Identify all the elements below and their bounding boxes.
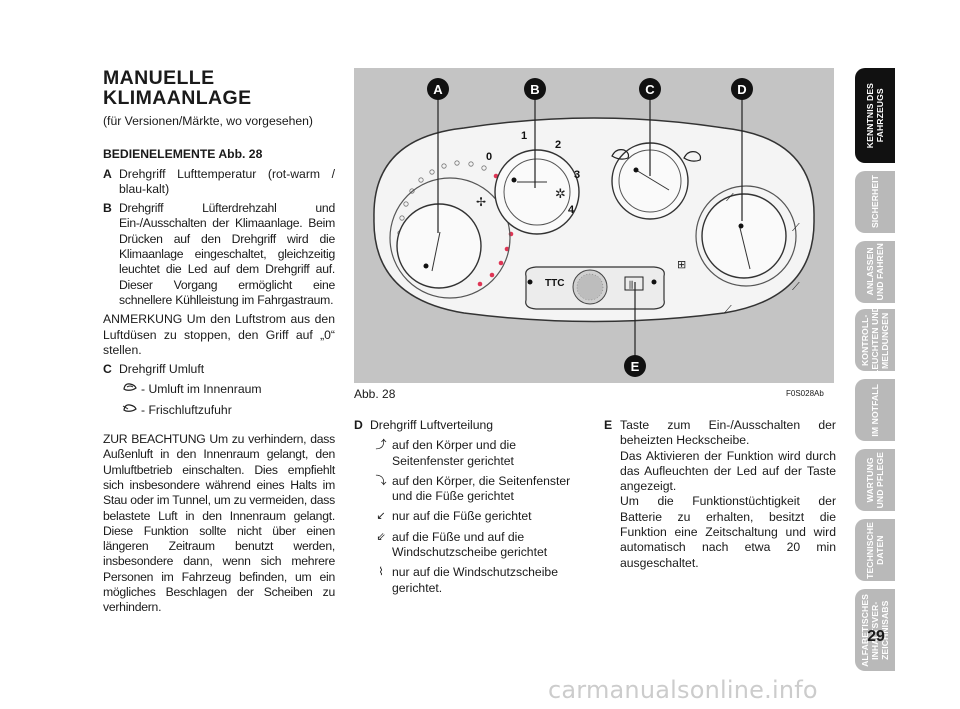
face-and-feet-vent-icon: ⤵ xyxy=(375,474,387,487)
callout-c: C xyxy=(639,78,661,100)
tab-sicherheit-label: SICHERHEIT xyxy=(870,175,880,229)
item-c: C Drehgriff Umluft xyxy=(103,362,335,377)
tab-anlassen-und-fahren[interactable]: ANLASSEN UND FAHREN xyxy=(855,241,895,303)
middle-column: D Drehgriff Luftverteilung ⤴ auf den Kör… xyxy=(354,418,586,601)
item-c-letter: C xyxy=(103,362,112,377)
distribution-option-1: ⤴ auf den Körper und die Seitenfenster g… xyxy=(370,438,586,469)
rear-defrost-icon: ⫼ xyxy=(629,280,633,290)
title-line-1: MANUELLE xyxy=(103,67,215,89)
right-column: E Taste zum Ein-/Ausschalten der beheizt… xyxy=(604,418,836,575)
item-c-symbol-1-text: - Umluft im Innenraum xyxy=(141,382,262,397)
air-distribution-knob: ⟋ ⟋ ⟋ ⟋ ⊞ xyxy=(677,185,800,316)
distribution-option-4-text: auf die Füße und auf die Windschutzschei… xyxy=(392,529,548,560)
item-b-letter: B xyxy=(103,201,112,216)
tab-anlassen-label: ANLASSEN UND FAHREN xyxy=(865,243,885,301)
svg-text:⟋: ⟋ xyxy=(792,221,800,234)
tab-sicherheit[interactable]: SICHERHEIT xyxy=(855,171,895,233)
fan-scale-4: 4 xyxy=(568,204,575,216)
panel-outline xyxy=(373,117,815,323)
page-title: MANUELLE KLIMAANLAGE xyxy=(103,68,335,108)
fresh-air-icon xyxy=(119,403,141,418)
page-number: 29 xyxy=(867,628,885,645)
warning-paragraph: ZUR BEACHTUNG Um zu verhindern, dass Auß… xyxy=(103,432,335,615)
windscreen-defrost-icon: ⌇ xyxy=(378,566,384,579)
item-c-symbol-2: - Frischluftzufuhr xyxy=(119,403,335,418)
ac-snowflake-icon: ✲ xyxy=(555,187,566,202)
fan-speed-knob: ✲ ✢ 0 1 2 3 4 xyxy=(476,130,580,235)
callout-b: B xyxy=(524,78,546,100)
tab-technische-daten-label: TECHNISCHE DATEN xyxy=(865,521,885,579)
distribution-option-5: ⌇ nur auf die Windschutzscheibe gerichte… xyxy=(370,565,586,596)
tab-kontrollleuchten-label: KONTROLL- LEUCHTEN UND MELDUNGEN xyxy=(860,305,890,375)
note-paragraph: ANMERKUNG Um den Luftstrom aus den Luftd… xyxy=(103,312,335,357)
callout-a: A xyxy=(427,78,449,100)
fan-icon: ✢ xyxy=(476,195,486,209)
distribution-option-5-text: nur auf die Windschutzscheibe gerichtet. xyxy=(392,565,558,595)
controls-heading: BEDIENELEMENTE Abb. 28 xyxy=(103,147,263,162)
item-c-symbol-2-text: - Frischluftzufuhr xyxy=(141,402,232,417)
item-b-text: Drehgriff Lüfterdrehzahl und Ein-/Aussch… xyxy=(119,201,335,307)
item-b: B Drehgriff Lüfterdrehzahl und Ein-/Auss… xyxy=(103,201,335,308)
fan-scale-3: 3 xyxy=(574,169,580,181)
ttc-label: TTC xyxy=(545,278,564,289)
callout-a-label: A xyxy=(433,82,443,97)
figure-caption: Abb. 28 xyxy=(354,387,396,401)
tab-kenntnis-des-fahrzeugs[interactable]: KENNTNIS DES FAHRZEUGS xyxy=(855,68,895,163)
tab-im-notfall[interactable]: IM NOTFALL xyxy=(855,379,895,441)
fan-scale-0: 0 xyxy=(486,151,492,163)
tab-wartung-label: WARTUNG UND PFLEGE xyxy=(865,451,885,509)
distribution-option-2-text: auf den Körper, die Seitenfenster und di… xyxy=(392,473,571,504)
svg-text:⟋: ⟋ xyxy=(792,280,800,293)
item-a-letter: A xyxy=(103,166,112,181)
callout-c-label: C xyxy=(645,82,655,97)
watermark: carmanualsonline.info xyxy=(548,676,818,704)
feet-and-windscreen-vent-icon: ⇙ xyxy=(376,530,386,543)
item-c-symbol-1: - Umluft im Innenraum xyxy=(119,382,335,397)
recirculation-knob xyxy=(611,142,702,220)
figure-code: F0S028Ab xyxy=(786,389,824,398)
item-a-text: Drehgriff Lufttemperatur (rot-warm / bla… xyxy=(119,166,335,196)
svg-text:⟋: ⟋ xyxy=(724,303,732,316)
distribution-option-1-text: auf den Körper und die Seitenfenster ger… xyxy=(392,438,516,468)
tab-technische-daten[interactable]: TECHNISCHE DATEN xyxy=(855,519,895,581)
tab-alfabetisches-inhaltsverzeichnis[interactable]: ALFABETISCHES INHALTSVER- ZEICHNISABS xyxy=(855,589,895,671)
distribution-option-2: ⤵ auf den Körper, die Seitenfenster und … xyxy=(370,474,586,505)
item-a: A Drehgriff Lufttemperatur (rot-warm / b… xyxy=(103,167,335,198)
item-e: E Taste zum Ein-/Ausschalten der beheizt… xyxy=(604,418,836,571)
item-c-text: Drehgriff Umluft xyxy=(119,362,205,377)
rear-window-button-strip: TTC ⫼ xyxy=(525,266,665,310)
feet-vent-icon: ↙ xyxy=(376,510,386,523)
tab-kenntnis-label: KENNTNIS DES FAHRZEUGS xyxy=(865,82,885,149)
fan-scale-1: 1 xyxy=(521,130,527,142)
climate-control-figure: ✲ ✢ 0 1 2 3 4 ⟋ ⟋ ⟋ ⟋ ⊞ xyxy=(354,68,834,383)
callout-e: E xyxy=(624,355,646,377)
item-d: D Drehgriff Luftverteilung xyxy=(354,418,586,433)
left-column: MANUELLE KLIMAANLAGE (für Versionen/Märk… xyxy=(103,68,335,620)
tab-kontrollleuchten[interactable]: KONTROLL- LEUCHTEN UND MELDUNGEN xyxy=(855,306,895,375)
distribution-option-3: ↙ nur auf die Füße gerichtet xyxy=(370,509,586,524)
item-e-text-3: Um die Funktionstüchtigkeit der Batterie… xyxy=(620,494,836,570)
tab-wartung-und-pflege[interactable]: WARTUNG UND PFLEGE xyxy=(855,449,895,511)
item-d-text: Drehgriff Luftverteilung xyxy=(370,418,494,432)
callout-e-label: E xyxy=(631,359,640,374)
item-e-body: Taste zum Ein-/Ausschalten der beheizten… xyxy=(620,418,836,571)
item-e-text-2: Das Aktivieren der Funktion wird durch d… xyxy=(620,448,836,494)
windscreen-icon: ⊞ xyxy=(677,258,686,271)
distribution-option-4: ⇙ auf die Füße und auf die Windschutzsch… xyxy=(370,530,586,561)
face-vent-icon: ⤴ xyxy=(375,439,387,452)
item-e-text-1: Taste zum Ein-/Ausschalten der beheizten… xyxy=(620,418,836,448)
subtitle: (für Versionen/Märkte, wo vorgesehen) xyxy=(103,114,313,128)
item-d-letter: D xyxy=(354,418,363,432)
svg-text:⟋: ⟋ xyxy=(726,191,734,204)
fan-scale-2: 2 xyxy=(555,139,561,151)
callout-b-label: B xyxy=(530,82,539,97)
callout-d-label: D xyxy=(737,82,746,97)
callout-d: D xyxy=(731,78,753,100)
distribution-option-3-text: nur auf die Füße gerichtet xyxy=(392,509,532,524)
title-line-2: KLIMAANLAGE xyxy=(103,87,252,109)
climate-panel-drawing: ✲ ✢ 0 1 2 3 4 ⟋ ⟋ ⟋ ⟋ ⊞ xyxy=(354,68,834,383)
tab-im-notfall-label: IM NOTFALL xyxy=(870,383,880,437)
recirculation-icon xyxy=(119,382,141,397)
item-e-letter: E xyxy=(604,418,613,432)
